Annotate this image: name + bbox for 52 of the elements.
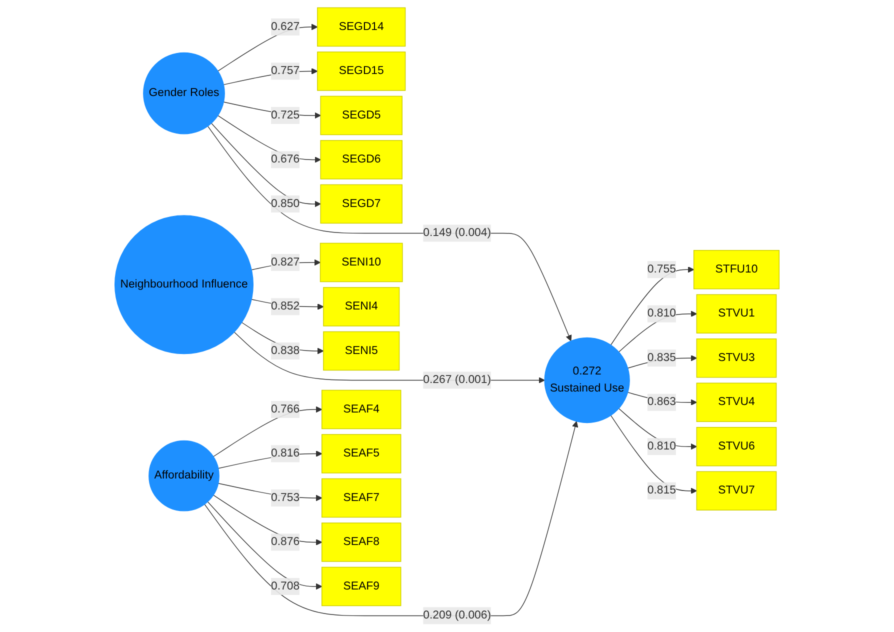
- edge-label: 0.757: [271, 64, 300, 77]
- node-circle: Gender Roles: [143, 52, 225, 134]
- edge-label: 0.876: [271, 536, 300, 548]
- node-box: STVU6: [696, 426, 777, 466]
- arrow: [234, 332, 545, 384]
- edge-label: 0.835: [647, 352, 676, 364]
- edge-label: 0.209 (0.006): [423, 609, 492, 622]
- node-box: STVU1: [696, 294, 777, 334]
- edge-label: 0.753: [271, 492, 300, 504]
- node-box: SEGD6: [320, 140, 402, 180]
- edge-label: 0.725: [271, 109, 300, 122]
- edge-label: 0.810: [647, 307, 676, 320]
- node-box: SEAF5: [322, 434, 402, 474]
- arrow: [610, 415, 697, 494]
- edge-label: 0.852: [271, 300, 300, 312]
- edge-label: 0.816: [271, 447, 300, 460]
- arrow: [207, 501, 322, 590]
- node-box: SENI5: [323, 331, 400, 371]
- node-box: SEGD15: [317, 52, 406, 91]
- edge-label: 0.863: [647, 396, 676, 408]
- edge-label: 0.827: [271, 256, 300, 268]
- node-box: SEAF7: [322, 478, 402, 518]
- edge-label: 0.810: [647, 440, 676, 452]
- edge-label: 0.838: [271, 344, 300, 357]
- node-box: SENI10: [320, 242, 403, 282]
- node-circle: Neighbourhood Influence: [114, 215, 254, 354]
- edge-label: 0.149 (0.004): [423, 226, 492, 239]
- node-box: SEGD14: [317, 7, 406, 47]
- node-box: SEAF9: [322, 566, 402, 606]
- arrow: [211, 122, 321, 208]
- edge-label: 0.766: [271, 403, 300, 416]
- edge-label: 0.267 (0.001): [423, 374, 492, 386]
- node-box: SENI4: [323, 287, 400, 326]
- node-circle: Affordability: [148, 440, 220, 512]
- node-box: STVU7: [696, 471, 777, 510]
- node-box: STVU4: [696, 382, 777, 422]
- node-box: STVU3: [696, 338, 777, 378]
- node-box: SEGD5: [320, 96, 402, 136]
- arrow: [610, 266, 694, 346]
- edge-label: 0.627: [271, 20, 300, 33]
- node-circle: 0.272 Sustained Use: [544, 337, 630, 424]
- node-box: STFU10: [693, 250, 780, 290]
- arrow: [207, 126, 572, 342]
- arrow: [204, 421, 578, 616]
- edge-label: 0.755: [647, 263, 676, 276]
- edge-label: 0.708: [271, 580, 300, 592]
- node-box: SEAF4: [322, 390, 402, 430]
- edge-label: 0.850: [271, 198, 300, 210]
- node-box: SEAF8: [322, 522, 402, 562]
- edge-label: 0.676: [271, 153, 300, 166]
- edge-label: 0.815: [647, 484, 676, 497]
- node-box: SEGD7: [320, 184, 402, 224]
